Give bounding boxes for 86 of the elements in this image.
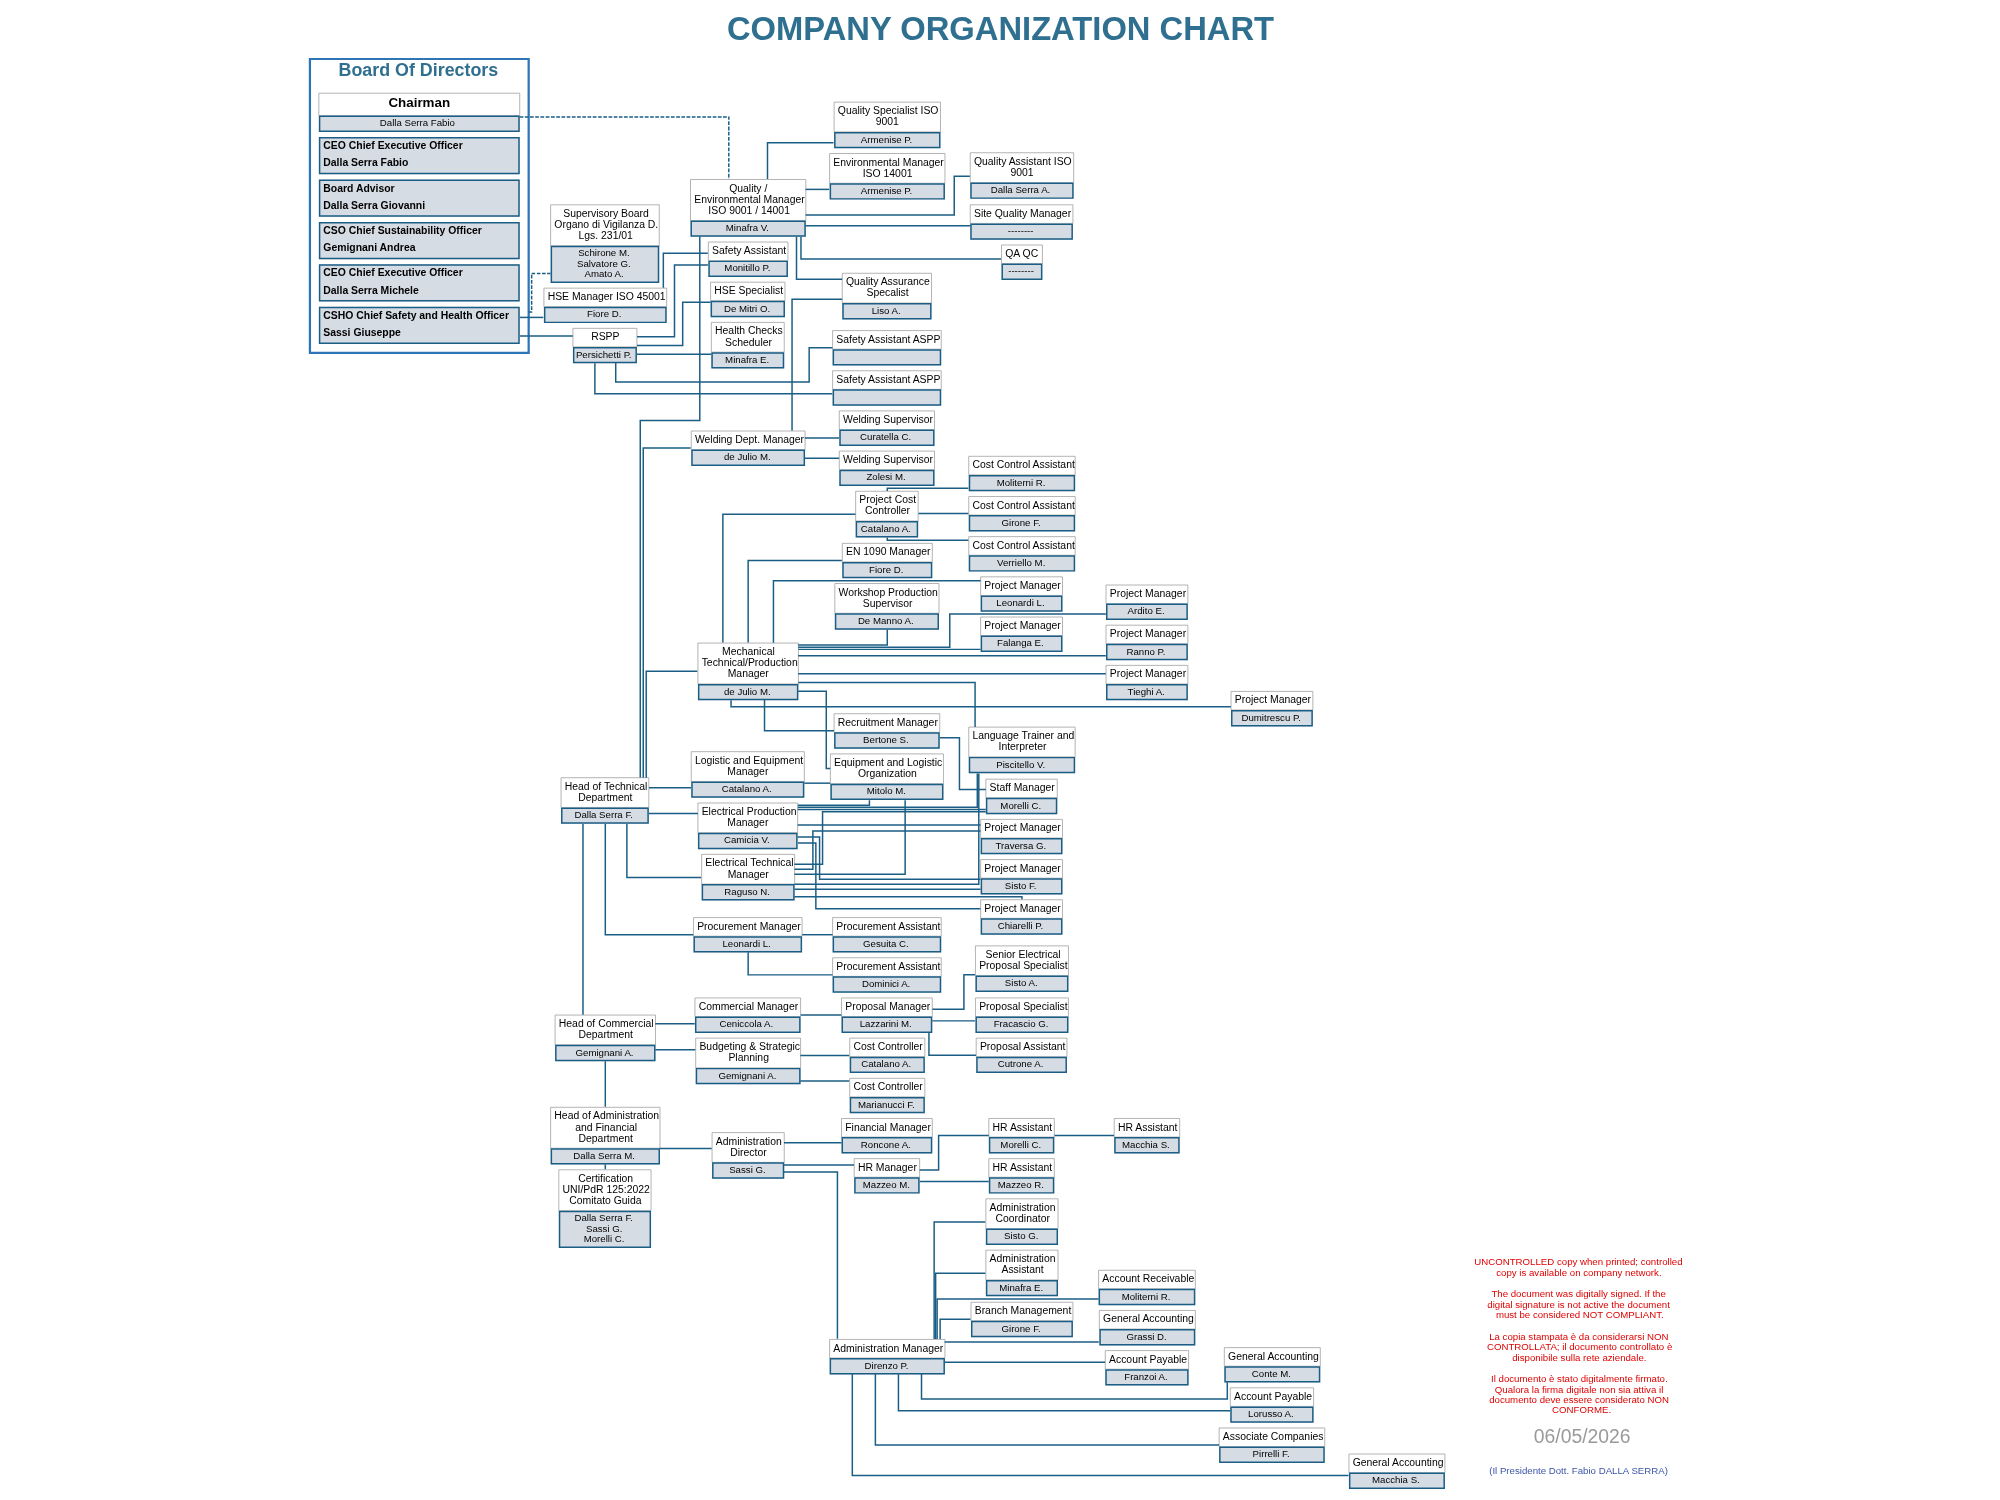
connector [793, 810, 987, 865]
connector [730, 699, 1232, 708]
connector [604, 823, 695, 936]
connector [799, 1054, 850, 1057]
diagram-title: COMPANY ORGANIZATION CHART [726, 9, 1275, 47]
connector [648, 787, 692, 789]
connector [639, 235, 701, 779]
connector [763, 699, 835, 732]
connector [797, 613, 1107, 648]
connector [939, 1318, 972, 1340]
connector [800, 1014, 843, 1016]
connector [851, 1373, 1350, 1477]
connector [636, 353, 713, 355]
connector [804, 457, 840, 459]
connector [797, 654, 1107, 657]
label: UNCONTROLLED copy when printed; controlled copy is available on company network. [1474, 1256, 1683, 1278]
connector [659, 1147, 713, 1150]
label: The document was digitally signed. If the digital signature is not active the document must be considered NOT COMPLIANT. [1487, 1288, 1670, 1321]
connector [614, 346, 834, 383]
connector [793, 799, 906, 875]
connector [793, 830, 982, 870]
connector [594, 362, 834, 395]
connector [919, 1180, 990, 1183]
connector [795, 235, 843, 280]
connector [803, 782, 831, 784]
connector [928, 1031, 977, 1056]
connector [797, 690, 831, 770]
connector [783, 1142, 843, 1144]
connector [1053, 1134, 1115, 1137]
connector [783, 1171, 839, 1340]
connector [931, 973, 976, 1010]
connector [804, 188, 830, 191]
connector [636, 301, 712, 347]
connector [519, 335, 574, 337]
connector [886, 536, 970, 541]
connector [783, 1164, 855, 1166]
connector [797, 673, 1107, 675]
connector [934, 1272, 987, 1340]
connector [662, 252, 709, 289]
connector [648, 812, 699, 815]
connector [654, 1048, 696, 1051]
connector [797, 799, 871, 806]
connector [797, 629, 889, 646]
connector [797, 681, 976, 728]
connector [918, 1134, 990, 1171]
connector [626, 823, 702, 879]
connector [722, 513, 857, 644]
connector [931, 1020, 976, 1022]
connector [933, 1221, 986, 1340]
connector [645, 670, 699, 779]
connector [874, 1373, 1220, 1446]
label: (Il Presidente Dott. Fabio DALLA SERRA) [1489, 1464, 1668, 1476]
connector [917, 512, 970, 515]
connector [804, 437, 840, 439]
connector [797, 648, 982, 651]
connector [793, 896, 1023, 900]
connector [943, 1361, 1106, 1363]
connector [604, 1060, 607, 1108]
connector [796, 824, 982, 826]
connector [791, 298, 843, 432]
connector [939, 736, 987, 791]
connector [801, 933, 834, 936]
connector [797, 772, 979, 809]
connector [796, 808, 987, 811]
connector [519, 116, 730, 180]
connector [897, 1373, 1231, 1412]
connector [920, 1373, 1229, 1400]
connector [797, 842, 982, 910]
connector [799, 1080, 850, 1082]
connector [654, 1023, 696, 1025]
connector [642, 447, 692, 779]
connector [747, 559, 843, 644]
connector [886, 487, 970, 492]
connector [582, 823, 584, 1016]
connector [519, 316, 545, 319]
connector [800, 235, 1002, 260]
connector [804, 175, 971, 216]
connector [793, 888, 982, 890]
connector [936, 1298, 1100, 1340]
label: Il documento è stato digitalmente firmato. Qualora la firma digitale non sia attiva il documento deve essere considerato NON CONFORME. [1489, 1373, 1669, 1416]
connector [804, 225, 971, 227]
label: 06/05/2026 [1533, 1425, 1631, 1448]
connector [943, 1341, 1100, 1343]
connector [636, 264, 709, 338]
connector [793, 772, 980, 885]
label: La copia stampata è da considerarsi NON CONTROLLATA; il documento controllato è disponibile sulla rete aziendale. [1486, 1330, 1673, 1363]
